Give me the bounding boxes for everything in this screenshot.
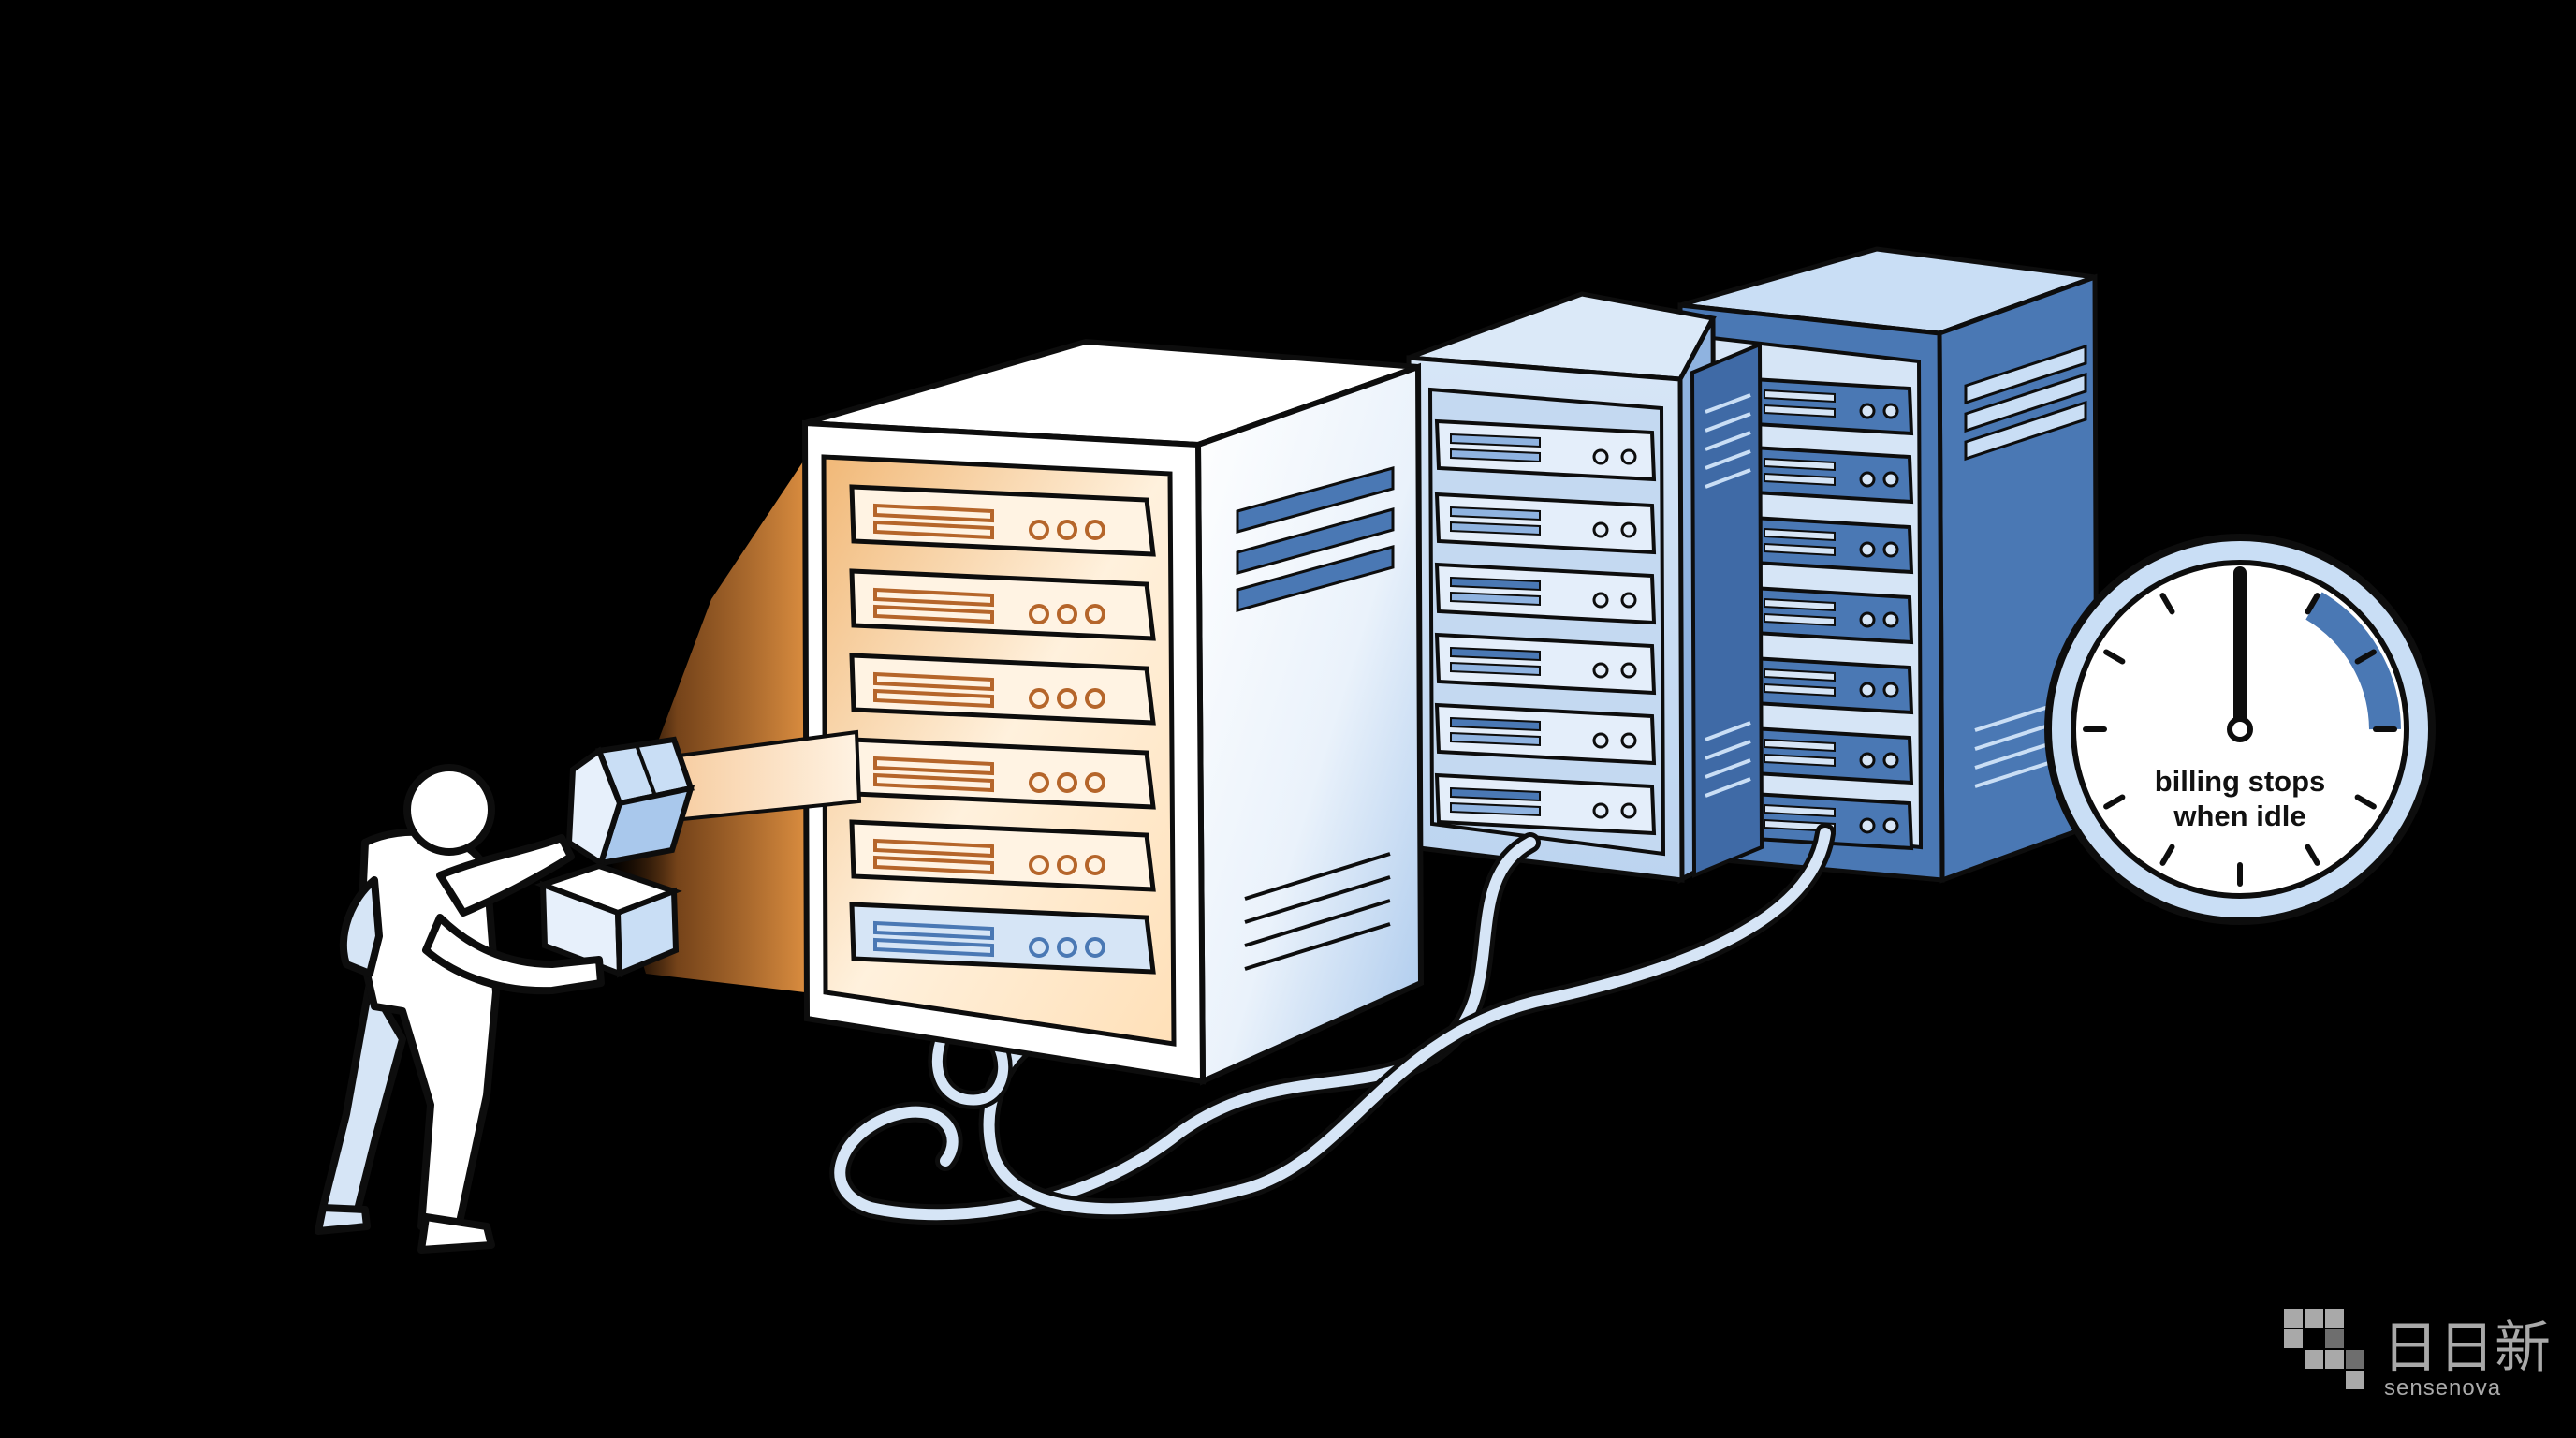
server-unit <box>1434 492 1657 555</box>
watermark: 日日新 sensenova <box>2284 1309 2551 1401</box>
clock-tick <box>2159 593 2175 615</box>
server-unit <box>849 902 1156 975</box>
server-unit <box>1749 585 1914 645</box>
watermark-logo-text: 日日新 <box>2382 1315 2551 1381</box>
clock-tick <box>2103 794 2126 810</box>
server-unit <box>1749 376 1914 436</box>
clock-icon: billing stops when idle <box>2044 534 2436 925</box>
server-unit <box>849 484 1156 557</box>
server-unit <box>1749 445 1914 505</box>
person-icon <box>315 764 605 1254</box>
server-unit <box>1434 632 1657 696</box>
server-unit <box>1749 791 1914 851</box>
package-box-icon <box>534 862 682 978</box>
server-unit <box>849 737 1156 810</box>
server-unit <box>1434 562 1657 625</box>
network-cable-icon <box>829 823 1836 1225</box>
watermark-brand-text: sensenova <box>2384 1375 2501 1401</box>
server-rack-icon <box>1406 291 1764 885</box>
server-unit <box>1749 726 1914 785</box>
server-unit <box>1434 772 1657 836</box>
server-unit <box>1749 655 1914 715</box>
server-unit <box>849 568 1156 641</box>
package-box-icon <box>565 736 695 868</box>
clock-tick <box>2159 844 2175 866</box>
clock-caption-line2: when idle <box>2173 800 2305 832</box>
server-unit <box>1434 702 1657 766</box>
server-rack-icon <box>608 338 1425 1086</box>
server-unit <box>1434 418 1657 482</box>
clock-tick <box>2354 649 2377 665</box>
clock-tick <box>2305 593 2320 615</box>
clock-tick <box>2103 649 2126 665</box>
clock-tick <box>2305 844 2320 866</box>
sensenova-logo-icon <box>2284 1309 2364 1389</box>
server-unit <box>849 653 1156 726</box>
clock-tick <box>2354 794 2377 810</box>
clock-caption-line1: billing stops <box>2155 765 2326 798</box>
server-unit <box>1749 515 1914 575</box>
server-unit <box>849 819 1156 892</box>
